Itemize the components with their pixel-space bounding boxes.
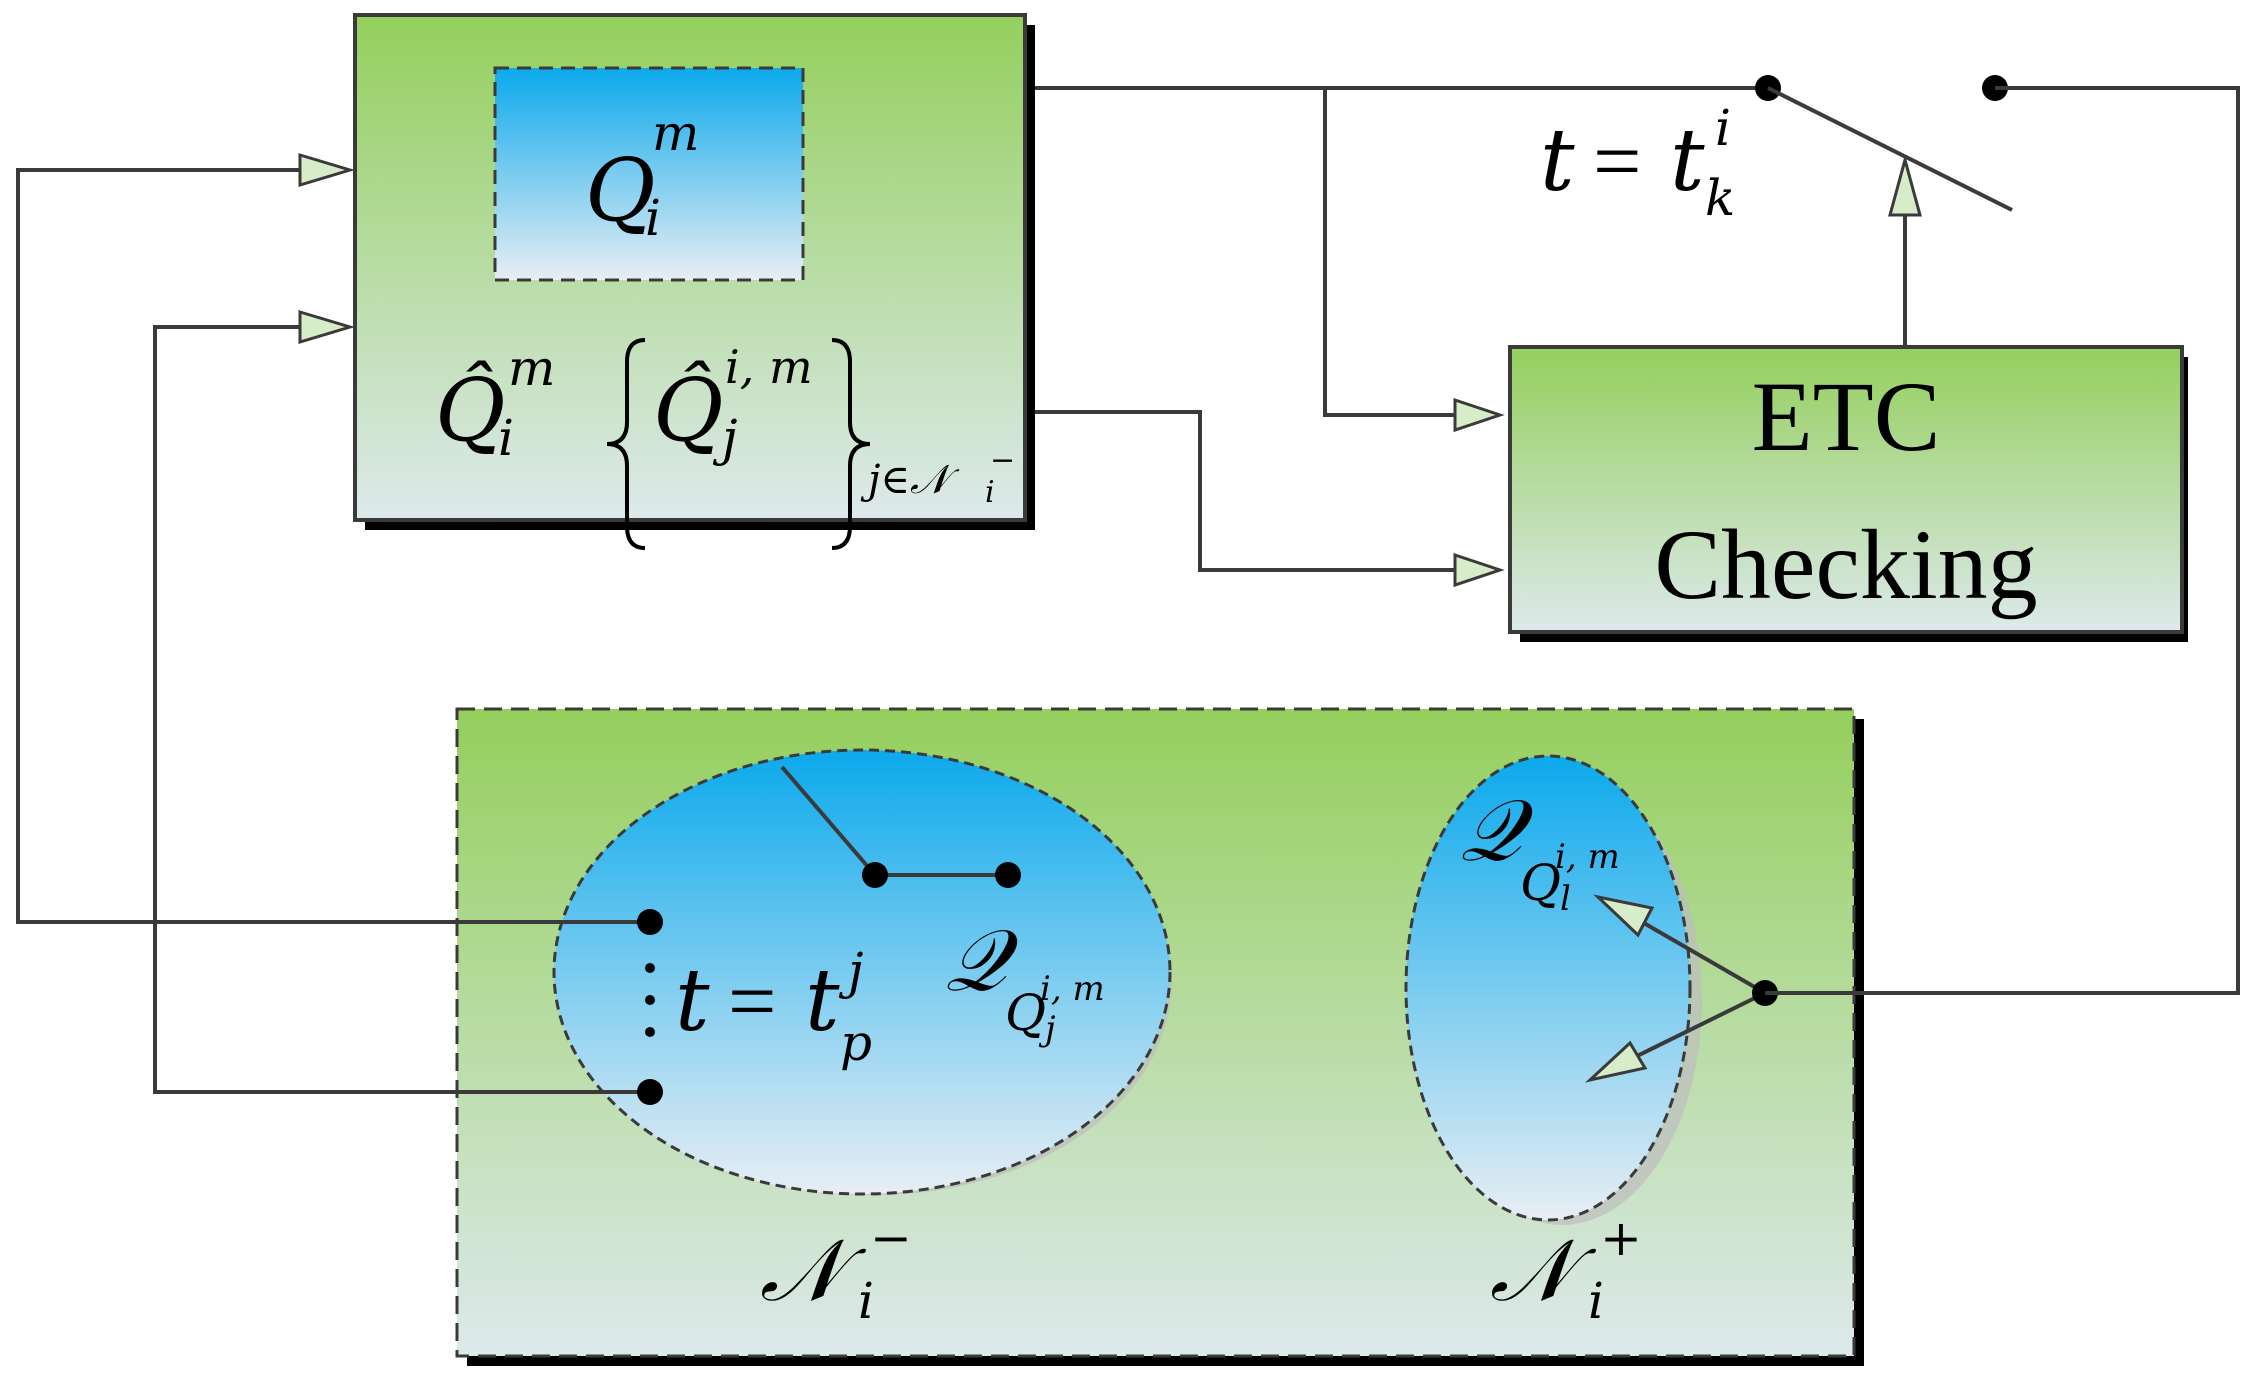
out-neighbor-label-sub: i xyxy=(1588,1272,1604,1330)
feedback-arrow-lower xyxy=(298,309,356,345)
out-set-sub-sup: i, m xyxy=(1555,837,1620,877)
broadcast-arrow-upper xyxy=(1593,894,1655,938)
in-time-sub: p xyxy=(840,1014,872,1072)
in-node-dot xyxy=(862,862,888,888)
in-terminal-upper xyxy=(637,909,663,935)
trigger-time-lhs: t xyxy=(1540,111,1575,211)
ellipsis-dot xyxy=(645,963,655,973)
controller-box: Q m i Q̂ m i Q̂ i, m j j∈𝒩 i − xyxy=(353,13,1035,550)
etc-box-body xyxy=(1508,345,2184,634)
in-terminal-lower xyxy=(637,1079,663,1105)
out-neighbor-label-sup: + xyxy=(1600,1209,1642,1267)
trigger-time-eq: = xyxy=(1593,113,1642,209)
state-to-etc-wire xyxy=(1323,88,1455,417)
set-index-sup: − xyxy=(990,443,1015,478)
right-brace xyxy=(831,338,871,550)
estimates-to-etc-wire xyxy=(1035,410,1455,572)
estimates-to-etc-arrow xyxy=(1453,552,1505,588)
switch-to-broadcast-wire xyxy=(1765,86,2240,995)
local-state-box xyxy=(493,66,805,282)
in-node-dot-right xyxy=(995,862,1021,888)
feedback-wire-lower xyxy=(153,325,650,1094)
ellipsis-dot xyxy=(645,1027,655,1037)
in-time-rhs: t xyxy=(805,951,840,1051)
in-time-lhs: t xyxy=(675,951,710,1051)
out-set-sub-var: Q xyxy=(1520,854,1561,912)
etc-label-line2: Checking xyxy=(1654,509,2037,620)
feedback-wire-upper xyxy=(16,168,650,924)
estimate-sup: m xyxy=(508,339,555,397)
trigger-time-rhs: t xyxy=(1670,111,1705,211)
in-set-sub-var: Q xyxy=(1005,984,1046,1042)
local-state-var: Q xyxy=(585,141,656,241)
local-state-sup: m xyxy=(652,104,699,162)
neighbor-estimate-sup: i, m xyxy=(725,340,813,394)
set-index-sub: i xyxy=(985,475,995,510)
neighbor-estimate-var: Q̂ xyxy=(653,360,724,461)
broadcast-arrow-lower xyxy=(1584,1040,1648,1083)
etc-label-line1: ETC xyxy=(1752,361,1941,472)
in-set-sub-sup: i, m xyxy=(1040,969,1105,1009)
network-box: t = t j p 𝒬 Q i, m j 𝒩 i − 𝒬 Q i, m l 𝒩 … xyxy=(455,707,1864,1366)
in-set-symbol: 𝒬 xyxy=(945,911,1019,1011)
out-neighbor-set xyxy=(1404,754,1692,1222)
broadcast-line-lower xyxy=(1634,991,1766,1059)
ellipsis-dot xyxy=(645,995,655,1005)
in-neighbor-set xyxy=(552,748,1172,1196)
feedback-arrow-upper xyxy=(298,152,356,188)
state-to-etc-arrow xyxy=(1453,397,1505,433)
in-neighbor-label-sub: i xyxy=(858,1272,874,1330)
estimate-sub: i xyxy=(498,409,514,467)
broadcast-line-upper xyxy=(1628,913,1767,995)
switch-blade xyxy=(1767,86,2013,212)
out-set-sub-sub: l xyxy=(1560,879,1571,919)
etc-trigger-arrow xyxy=(1888,154,1922,217)
set-index: j∈𝒩 xyxy=(860,457,960,503)
local-state-sub: i xyxy=(645,189,661,247)
trigger-time-sub: k xyxy=(1705,169,1735,227)
in-time-eq: = xyxy=(728,953,777,1049)
out-set-symbol: 𝒬 xyxy=(1460,781,1534,881)
etc-checking-box: ETC Checking xyxy=(1508,345,2188,642)
in-neighbor-label-sup: − xyxy=(870,1209,912,1267)
estimate-var: Q̂ xyxy=(435,360,506,461)
left-brace xyxy=(606,338,646,550)
trigger-time-sup: i xyxy=(1715,99,1731,157)
